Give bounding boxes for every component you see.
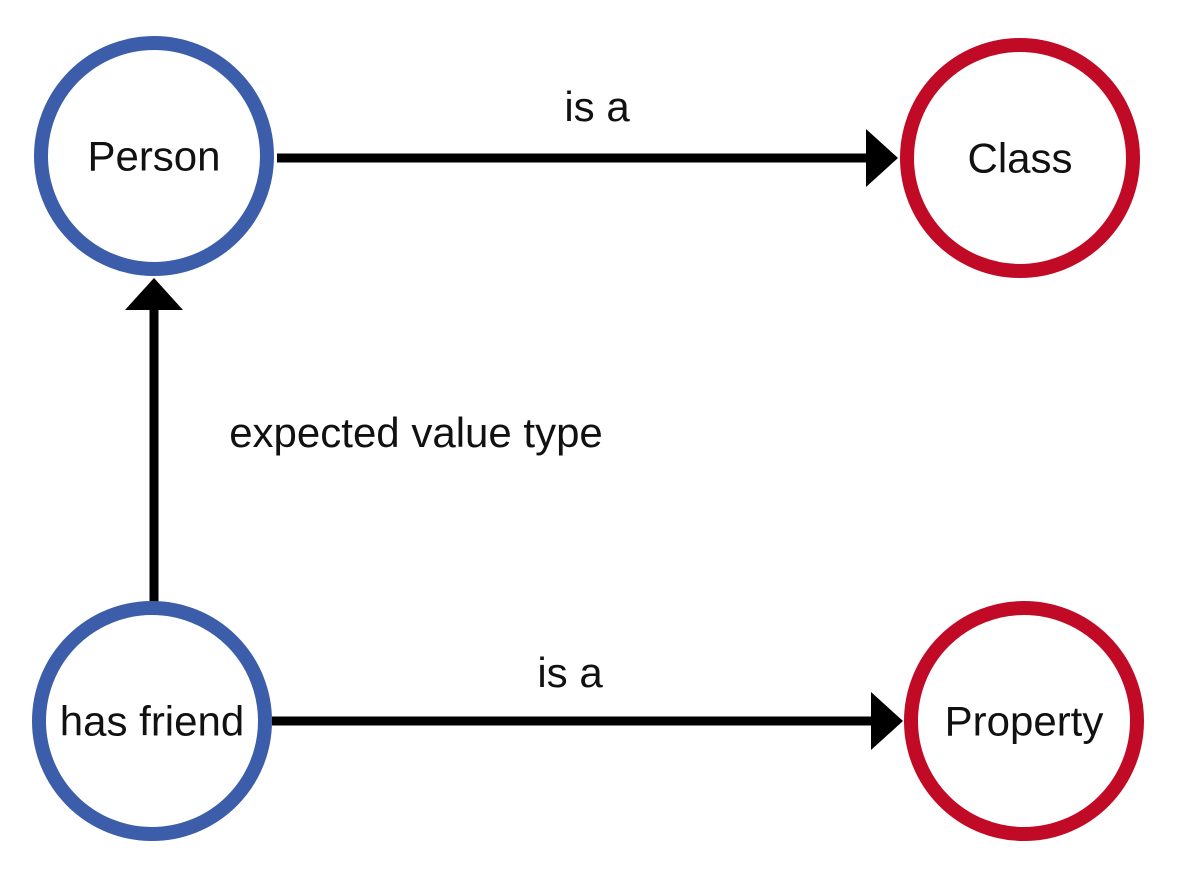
node-has-friend-label: has friend [60,698,244,745]
edge-label-is-a-top: is a [564,83,630,130]
node-property-label: Property [945,698,1104,745]
node-class-label: Class [967,135,1072,182]
node-has-friend: has friend [32,601,272,841]
node-class-circle [900,38,1140,278]
node-person-label: Person [87,133,220,180]
edge-person-is-a-class: is a [277,83,898,187]
arrowhead-up-icon [125,278,183,310]
node-person: Person [34,36,274,276]
node-person-circle [34,36,274,276]
arrowhead-right-icon [866,129,898,187]
node-property: Property [904,601,1144,841]
node-property-circle [904,601,1144,841]
edge-label-expected-value-type: expected value type [229,409,603,456]
node-has-friend-circle [32,601,272,841]
edge-has-friend-expected-value-type-person: expected value type [125,278,603,603]
edge-label-is-a-bottom: is a [537,649,603,696]
node-class: Class [900,38,1140,278]
arrowhead-right-icon [871,692,903,750]
edge-has-friend-is-a-property: is a [272,649,903,750]
